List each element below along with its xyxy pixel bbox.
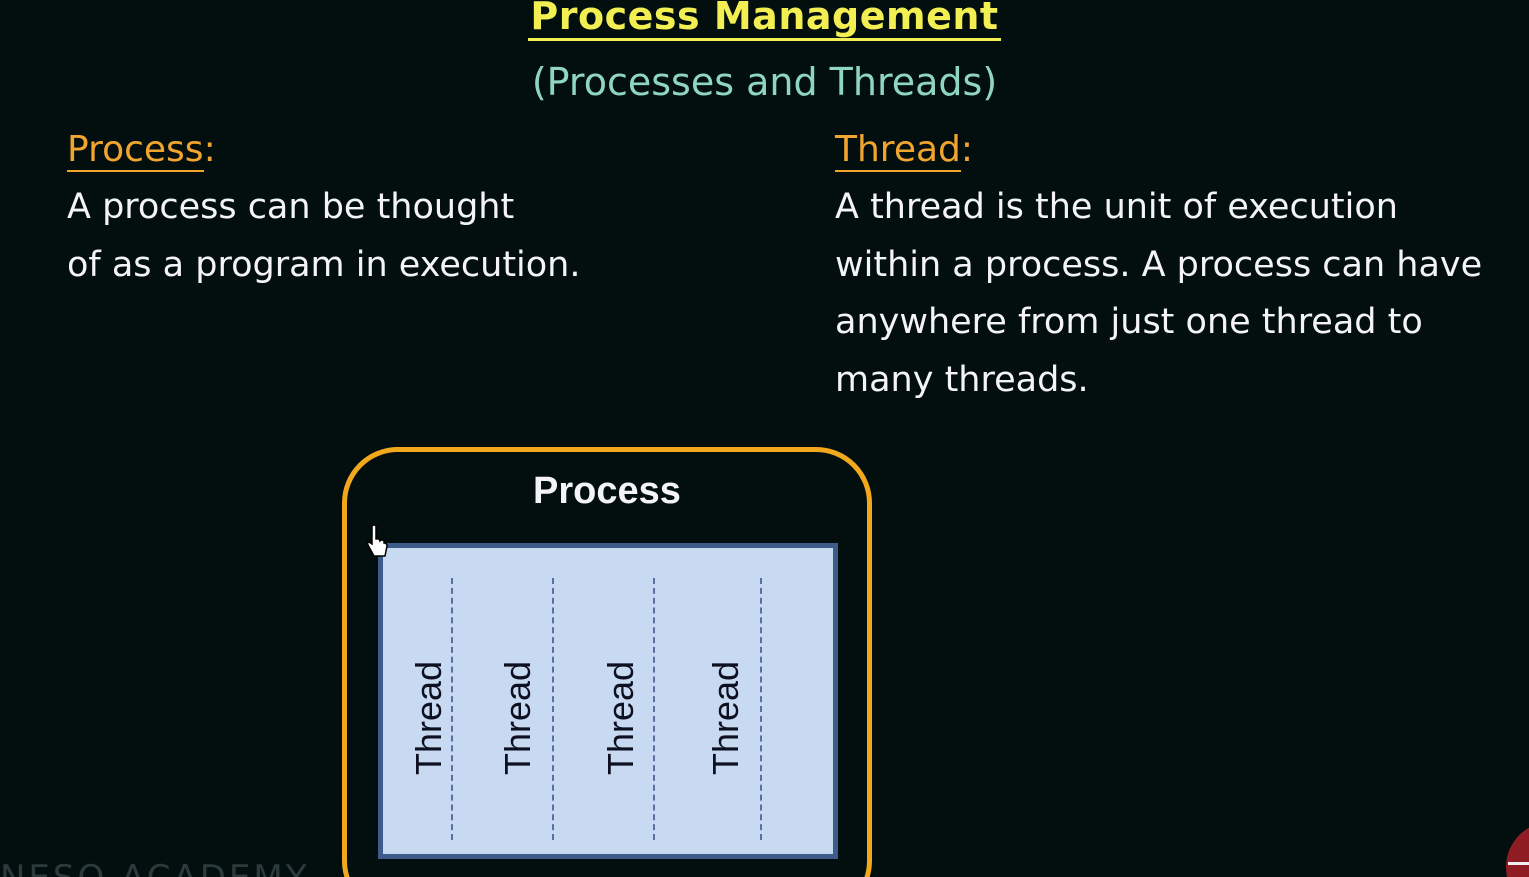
slide-title-text: Process Management bbox=[528, 0, 1001, 41]
thread-label: Thread bbox=[408, 660, 449, 776]
corner-badge bbox=[1506, 822, 1529, 877]
process-heading-word: Process bbox=[67, 129, 204, 172]
thread-heading-word: Thread bbox=[835, 129, 961, 172]
thread-divider bbox=[653, 578, 655, 840]
process-heading: Process: bbox=[67, 128, 216, 172]
thread-definition-line: anywhere from just one thread to bbox=[835, 302, 1423, 342]
process-definition-line: A process can be thought bbox=[67, 187, 515, 227]
thread-definition-line: within a process. A process can have bbox=[835, 244, 1483, 285]
process-definition-line: of as a program in execution. bbox=[67, 244, 581, 285]
process-diagram-box: Process bbox=[342, 447, 872, 877]
thread-definition: A thread is the unit of execution within… bbox=[835, 179, 1515, 409]
thread-label: Thread bbox=[705, 660, 746, 776]
thread-heading: Thread: bbox=[835, 128, 973, 172]
hand-pointer-icon bbox=[366, 524, 389, 568]
process-heading-colon: : bbox=[203, 129, 216, 170]
thread-definition-line: many threads. bbox=[835, 359, 1089, 400]
process-diagram-label: Process bbox=[533, 470, 681, 512]
watermark: NESO ACADEMY bbox=[0, 858, 310, 877]
thread-divider bbox=[552, 578, 554, 840]
slide-subtitle: (Processes and Threads) bbox=[531, 60, 998, 104]
thread-label: Thread bbox=[600, 660, 641, 776]
thread-divider bbox=[760, 578, 762, 840]
thread-divider bbox=[451, 578, 453, 840]
thread-label: Thread bbox=[497, 660, 538, 776]
slide-title: Process Management bbox=[0, 0, 1529, 41]
corner-badge-mark bbox=[1508, 862, 1529, 865]
process-definition: A process can be thought of as a program… bbox=[67, 179, 627, 294]
thread-panel: Thread Thread Thread Thread bbox=[378, 543, 838, 859]
thread-heading-colon: : bbox=[960, 129, 974, 170]
thread-definition-line: A thread is the unit of execution bbox=[835, 187, 1398, 227]
